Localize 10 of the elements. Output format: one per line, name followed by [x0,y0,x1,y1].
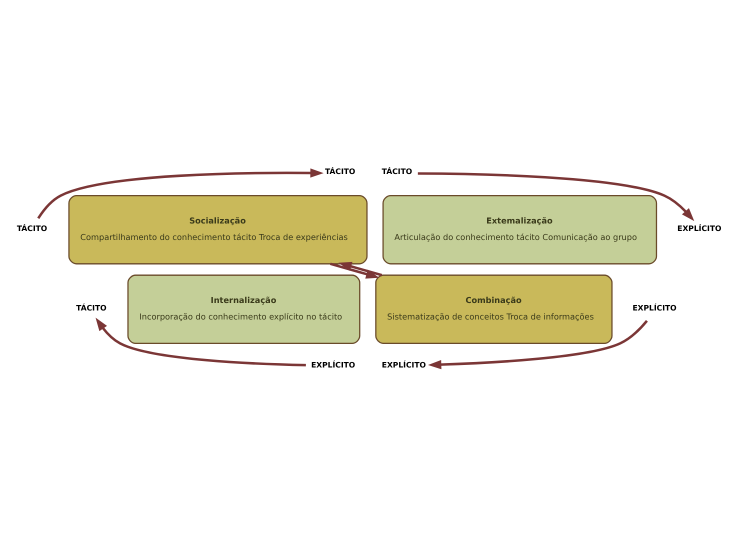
node-box: Internalização Incorporação do conhecimento explícito no tácito [126,274,360,344]
node-box: Extemalização Articulação do conhecimento tácito Comunicação ao grupo [382,194,657,264]
arrow [330,262,379,278]
arrow [36,168,324,219]
node-box: Socialização Compartilhamento do conhecimento tácito Troca de experiências [68,194,368,264]
arrow [417,172,694,221]
node-box: Combinação Sistematização de conceitos Troca de informações [374,274,612,344]
arrow [95,317,306,366]
arrow [428,319,648,369]
arrow [338,261,382,276]
